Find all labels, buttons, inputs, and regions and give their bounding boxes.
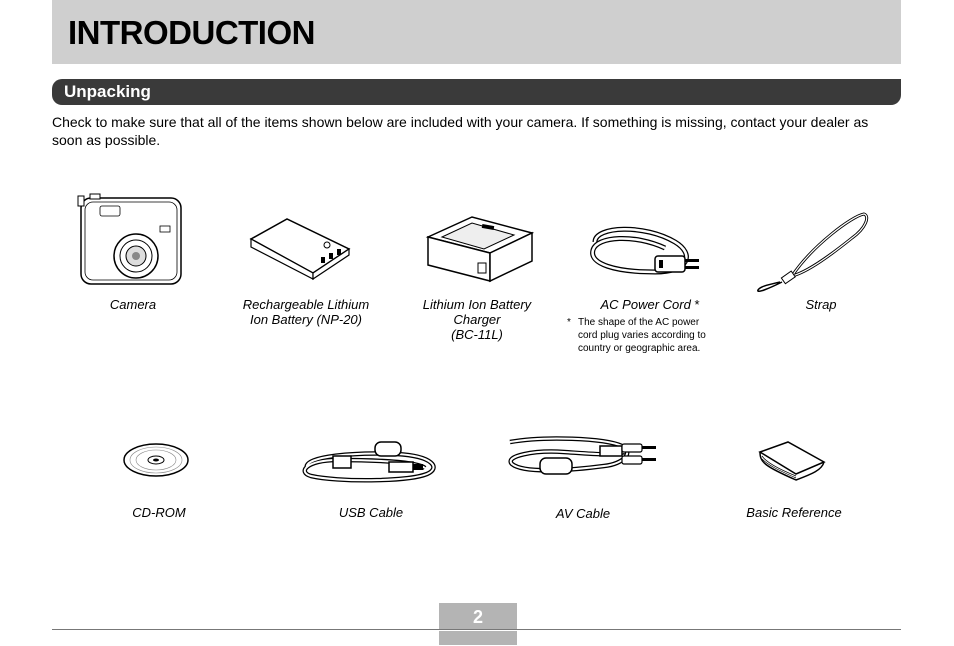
ac-power-cord-illustration — [590, 226, 699, 275]
page-number: 2 — [472, 607, 483, 627]
page-number-box-lower — [439, 631, 517, 645]
note-text: The shape of the AC power cord plug vari… — [578, 316, 738, 355]
ac-power-cord-asterisk: * — [694, 297, 700, 312]
footer-rule — [52, 629, 901, 630]
intro-paragraph: Check to make sure that all of the items… — [52, 114, 869, 148]
ac-power-cord-label: AC Power Cord * — [570, 297, 730, 312]
ac-power-cord-label-text: AC Power Cord — [600, 297, 691, 312]
cd-rom-label: CD-ROM — [132, 505, 186, 520]
basic-reference-label: Basic Reference — [746, 505, 842, 520]
charger-label-line3: (BC-11L) — [451, 327, 503, 342]
strap-label: Strap — [805, 297, 837, 312]
battery-illustration — [249, 218, 351, 281]
battery-label-line2: Ion Battery (NP-20) — [250, 312, 362, 327]
header-bar: INTRODUCTION — [52, 0, 901, 64]
charger-label-line1: Lithium Ion Battery — [422, 297, 532, 312]
battery-label-line1: Rechargeable Lithium — [242, 297, 370, 312]
av-cable-label: AV Cable — [555, 506, 611, 521]
note-asterisk: * — [567, 317, 571, 328]
charger-label: Lithium Ion Battery Charger (BC-11L) — [402, 297, 552, 342]
charger-label-line2: Charger — [453, 312, 501, 327]
note-line1: The shape of the AC power — [578, 317, 700, 328]
page-title: INTRODUCTION — [68, 14, 315, 51]
section-bar: Unpacking — [52, 79, 901, 105]
av-cable-illustration — [508, 436, 656, 475]
usb-cable-illustration — [302, 441, 436, 483]
note-line2: cord plug varies according to — [578, 330, 706, 341]
camera-illustration — [77, 193, 182, 285]
basic-reference-illustration — [758, 441, 826, 481]
note-line3: country or geographic area. — [578, 343, 701, 354]
cd-rom-illustration — [123, 443, 189, 477]
battery-label: Rechargeable Lithium Ion Battery (NP-20) — [222, 297, 390, 327]
page-number-box: 2 — [439, 603, 517, 629]
usb-cable-label: USB Cable — [338, 505, 404, 520]
camera-label: Camera — [109, 297, 157, 312]
charger-illustration — [425, 216, 535, 283]
strap-illustration — [757, 212, 869, 293]
section-title: Unpacking — [64, 82, 151, 101]
